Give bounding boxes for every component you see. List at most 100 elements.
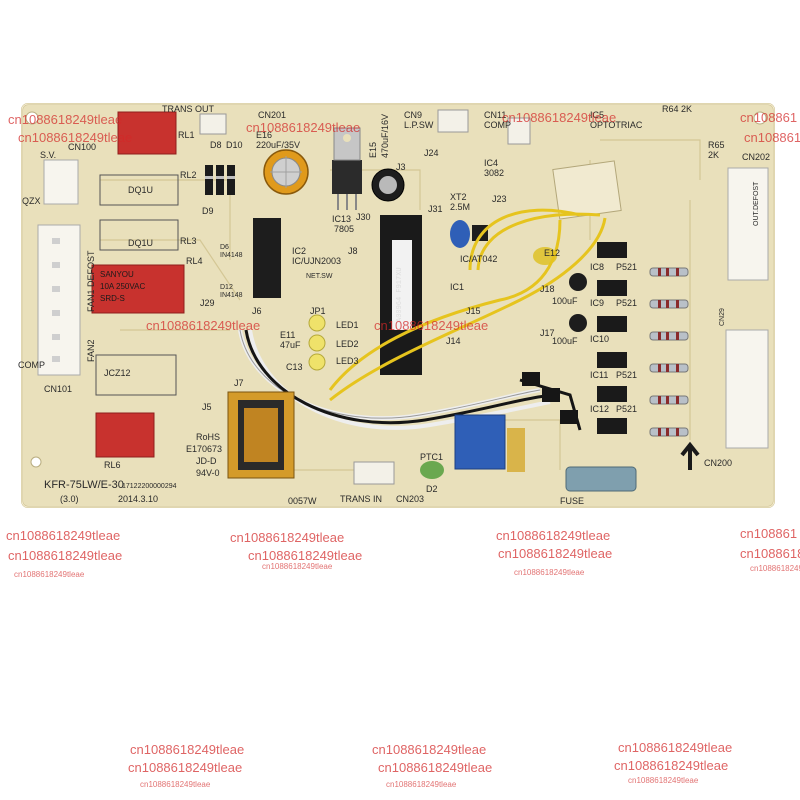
optocouplers — [597, 242, 627, 434]
label-j17: J17 — [540, 328, 555, 338]
arrow-marker — [680, 441, 700, 470]
label-e12: E12 — [544, 248, 561, 258]
label-j3: J3 — [396, 162, 406, 172]
watermark: cn1088618249tleae — [8, 548, 123, 563]
watermark: cn1088618249tleae — [496, 528, 611, 543]
label-cn200: CN200 — [704, 458, 733, 468]
label-rl1: RL1 — [178, 130, 195, 140]
label-optotriac: OPTOTRIAC — [590, 120, 643, 130]
label-ic2: IC2 — [292, 246, 307, 256]
label-dq1u-b: DQ1U — [128, 238, 154, 248]
label-p521-12: P521 — [616, 404, 638, 414]
label-date: 2014.3.10 — [118, 494, 159, 504]
label-net-sw: NET.SW — [306, 273, 333, 280]
ptc1 — [420, 461, 444, 479]
watermark: cn1088618249tleae — [14, 570, 85, 579]
connector-cn11 — [507, 117, 531, 145]
label-cn29: CN29 — [719, 308, 726, 326]
label-e16: E16 — [256, 130, 273, 140]
diode-array — [205, 165, 235, 195]
label-e15-val: 470uF/16V — [380, 113, 390, 158]
label-fan1-defost: FAN1 DEFOST — [86, 250, 96, 312]
connector-cn100 — [43, 159, 79, 205]
label-ic4: IC4 — [484, 158, 499, 168]
label-j30: J30 — [356, 212, 371, 222]
label-rl6: RL6 — [104, 460, 121, 470]
label-flame-rating: 94V-0 — [196, 468, 220, 478]
label-d12-val: IN4148 — [220, 292, 243, 299]
crystal-xt2 — [450, 220, 470, 248]
watermark: cn1088618249tleae — [140, 780, 211, 789]
label-cn11: CN11 — [484, 110, 507, 120]
label-part-code: 0057W — [288, 496, 317, 506]
connector-cn202 — [727, 167, 769, 281]
relay-rl5 — [91, 264, 185, 314]
label-r64: R64 2K — [662, 104, 693, 114]
label-led3: LED3 — [336, 356, 359, 366]
regulator-ic13 — [332, 160, 362, 194]
watermark: cn1088618249tleae — [378, 760, 493, 775]
connector-trans-out — [199, 113, 227, 135]
label-d8: D8 — [210, 140, 222, 150]
label-rl4: RL4 — [186, 256, 203, 266]
label-c13: C13 — [286, 362, 303, 372]
label-d10: D10 — [226, 140, 243, 150]
label-led2: LED2 — [336, 339, 359, 349]
label-out-defost: OUT.DEFOST — [753, 181, 760, 226]
watermark: cn1088618249 — [740, 546, 800, 561]
label-ptc1: PTC1 — [420, 452, 444, 462]
relay-brand: SANYOU — [100, 270, 134, 279]
label-ic8: IC8 — [590, 262, 605, 272]
label-ic12: IC12 — [590, 404, 610, 414]
led1 — [308, 314, 326, 332]
mounting-hole — [25, 111, 39, 125]
wire-bundle-yellow — [328, 208, 607, 402]
watermark: cn1088618249tleae — [6, 528, 121, 543]
label-serial: 17122200000294 — [122, 483, 177, 490]
label-comp: COMP — [484, 120, 511, 130]
label-e11: E11 — [280, 330, 296, 340]
ic2-chip — [253, 218, 281, 298]
label-e13-val: 100uF — [552, 336, 578, 346]
led3 — [308, 353, 326, 371]
mounting-hole — [753, 111, 767, 125]
connector-cn200 — [725, 329, 769, 449]
label-j18: J18 — [540, 284, 555, 294]
label-qzx: QZX — [22, 196, 41, 206]
label-p521-8: P521 — [616, 262, 638, 272]
label-dq1u-a: DQ1U — [128, 185, 154, 195]
label-j29: J29 — [200, 298, 215, 308]
relay-rl1 — [117, 111, 177, 155]
watermark: cn108861 — [740, 526, 798, 541]
label-j23: J23 — [492, 194, 507, 204]
label-j7: J7 — [234, 378, 244, 388]
label-jp1: JP1 — [310, 306, 326, 316]
label-xt2-val: 2.5M — [450, 202, 471, 212]
label-d9: D9 — [202, 206, 214, 216]
label-model: KFR-75LW/E-30 — [44, 479, 124, 491]
label-e11-val: 47uF — [280, 340, 301, 350]
label-d2: D2 — [426, 484, 438, 494]
watermark: cn1088618249tleae — [386, 780, 457, 789]
watermark: cn1088618249tleae — [628, 776, 699, 785]
watermark: cn1088618249tleae — [514, 568, 585, 577]
label-p521-9: P521 — [616, 298, 638, 308]
label-rl3: RL3 — [180, 236, 197, 246]
label-j14: J14 — [446, 336, 461, 346]
label-lpsw: L.P.SW — [404, 120, 434, 130]
connector-cn203 — [353, 461, 395, 485]
mcu-label: A00964 F917XU — [396, 267, 404, 322]
watermark: cn1088618249tleae — [128, 760, 243, 775]
label-e12-val: 100uF — [552, 296, 578, 306]
label-j8: J8 — [348, 246, 358, 256]
label-e16-val: 220uF/35V — [256, 140, 301, 150]
label-cn101: CN101 — [44, 384, 73, 394]
label-j6: J6 — [252, 306, 262, 316]
watermark: cn1088618249tleae — [8, 112, 123, 127]
label-xt2: XT2 — [450, 192, 467, 202]
label-version: (3.0) — [60, 494, 79, 504]
watermark: cn1088618249tleae — [750, 564, 800, 573]
watermark: cn1088618249tleae — [502, 110, 617, 125]
relay-rl6 — [95, 412, 155, 458]
